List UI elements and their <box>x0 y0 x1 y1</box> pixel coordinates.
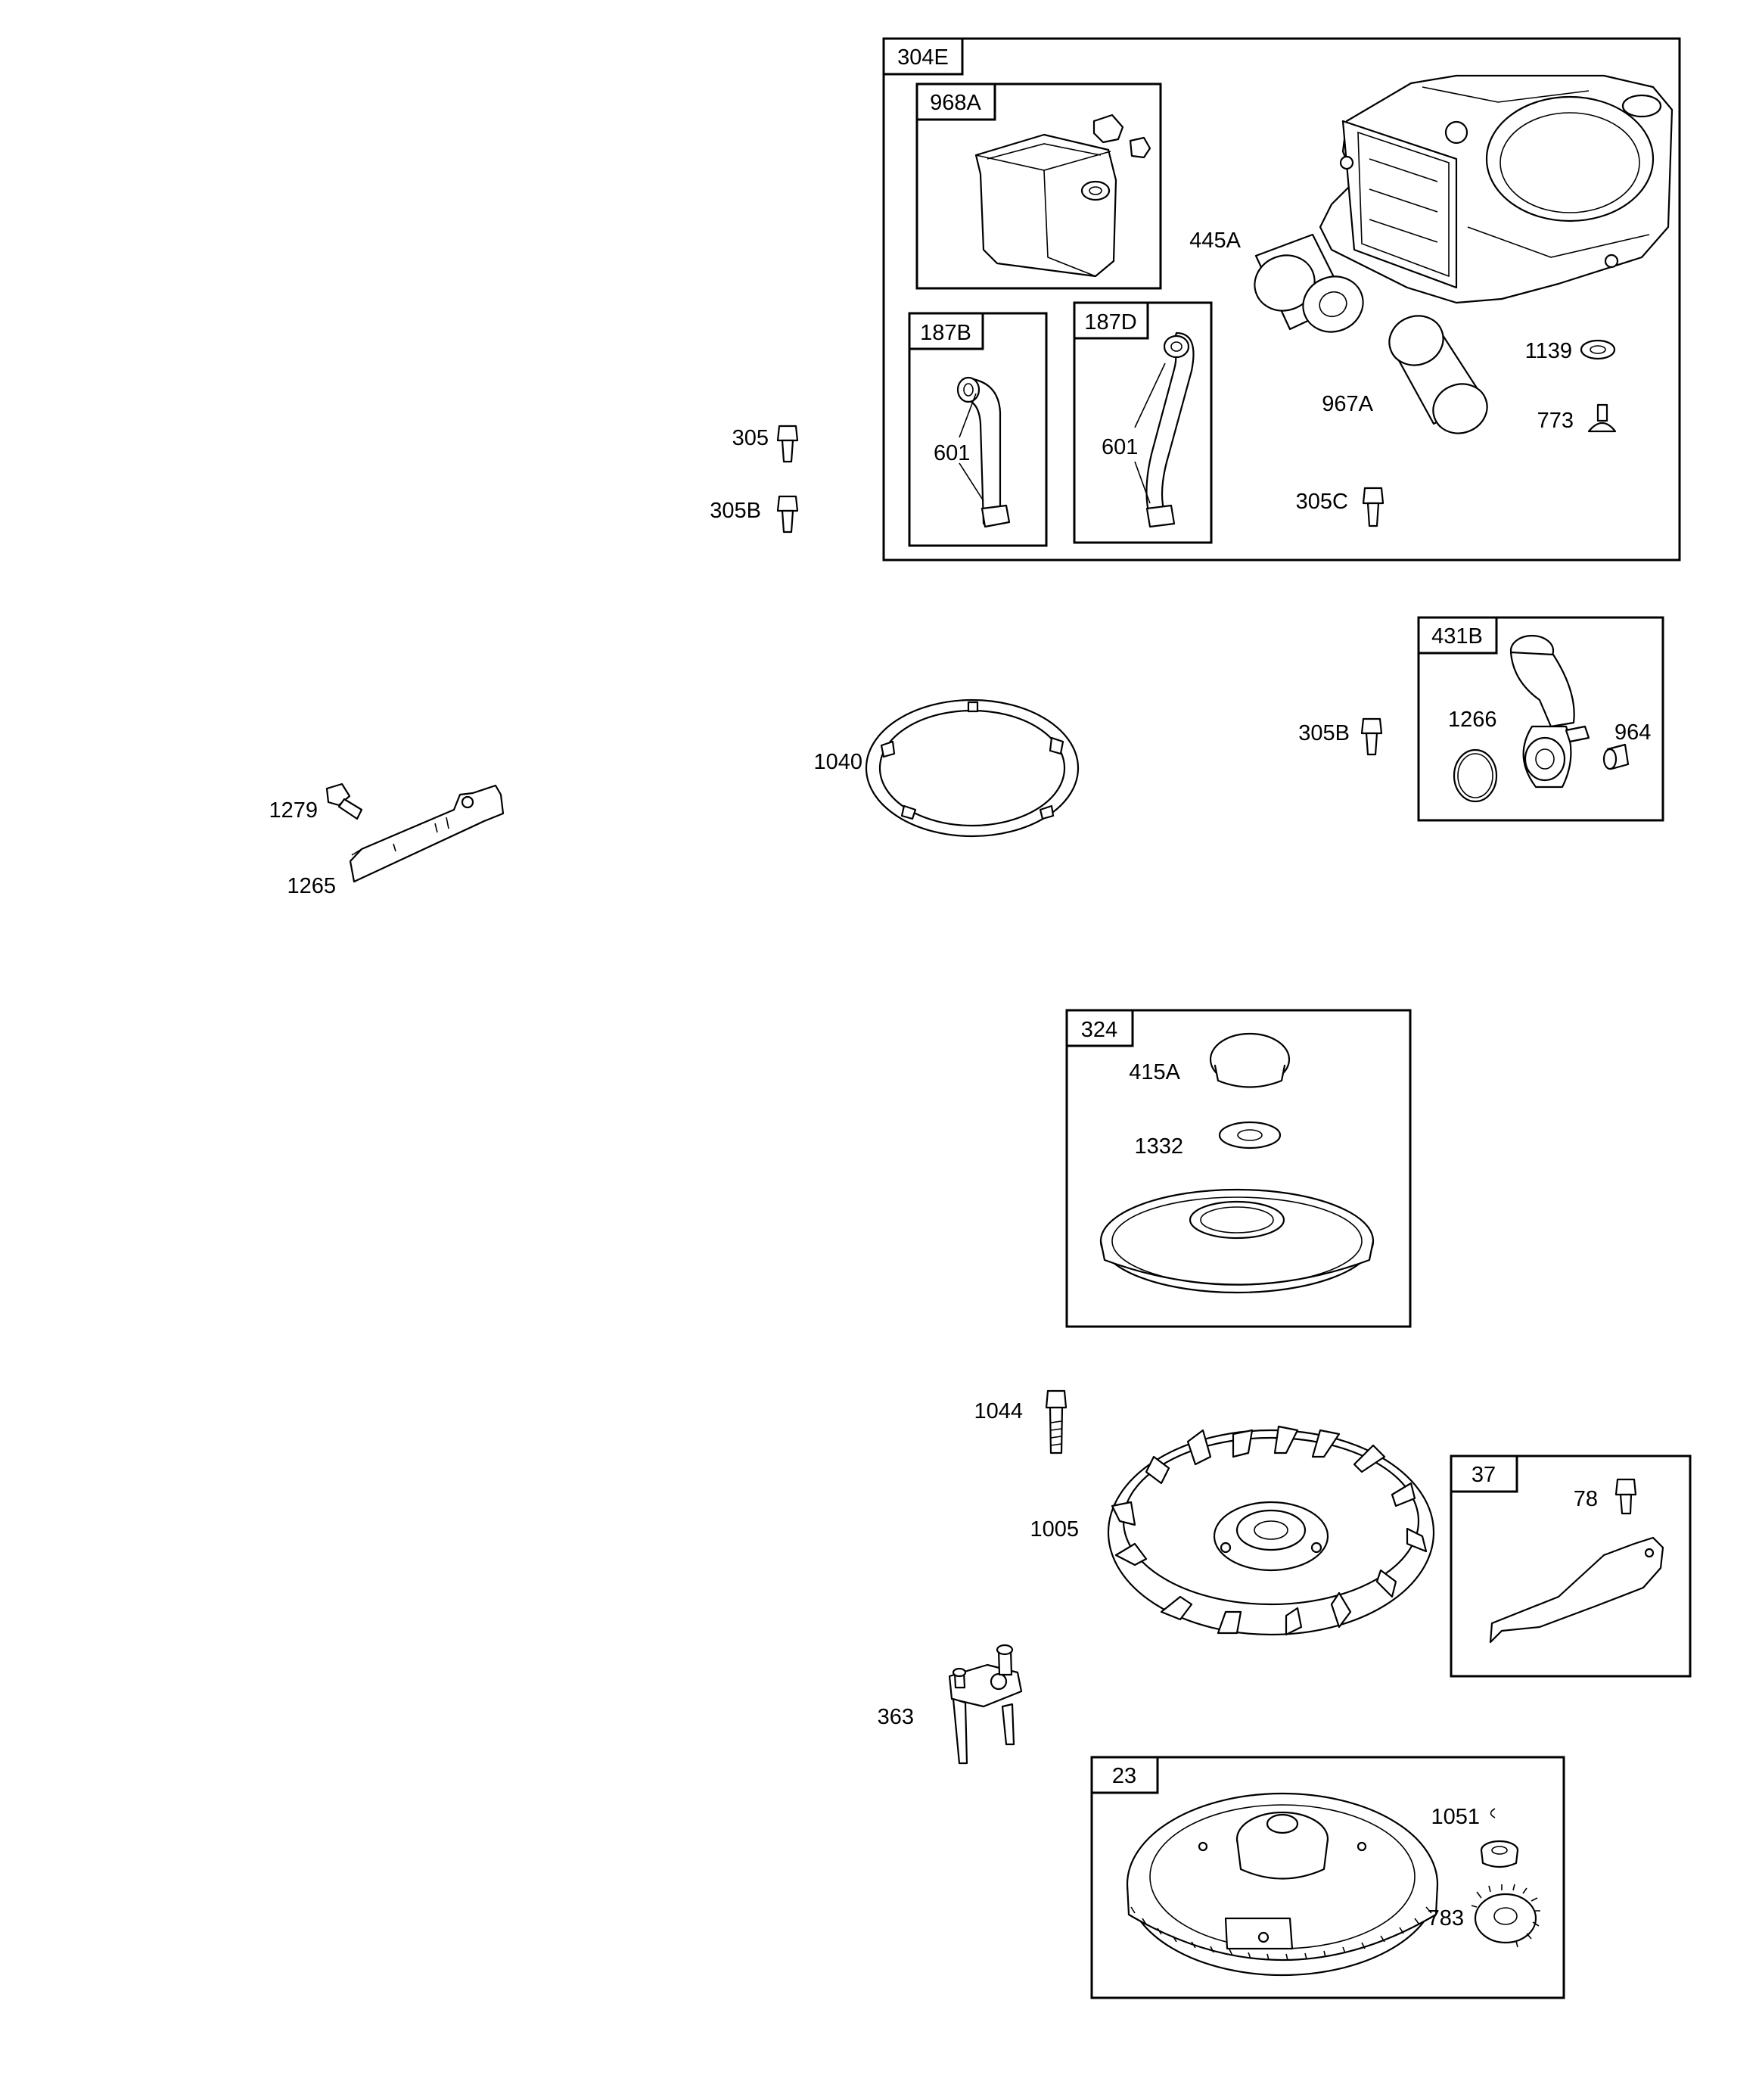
washer-1332 <box>1218 1121 1282 1150</box>
callout-783: 783 <box>1428 1906 1464 1930</box>
group-187B-label: 187B <box>920 321 971 345</box>
callout-445A: 445A <box>1189 229 1241 253</box>
leader-601-d <box>1134 461 1151 504</box>
group-187D: 187D <box>1073 301 1213 544</box>
breather-tube-b <box>956 376 1011 528</box>
screw-305C <box>1362 487 1385 527</box>
callout-1266: 1266 <box>1448 708 1497 732</box>
group-23: 23 <box>1090 1756 1565 1999</box>
blower-housing <box>1319 74 1674 304</box>
callout-305C: 305C <box>1296 490 1348 514</box>
callout-1279: 1279 <box>269 798 318 823</box>
group-431B-label: 431B <box>1431 624 1483 649</box>
callout-305: 305 <box>732 426 769 450</box>
callout-1265: 1265 <box>287 874 336 898</box>
air-guide <box>1489 1536 1664 1644</box>
callout-601-d: 601 <box>1102 435 1138 459</box>
callout-1044: 1044 <box>974 1399 1023 1423</box>
callout-1051: 1051 <box>1431 1805 1480 1829</box>
callout-78: 78 <box>1574 1487 1598 1511</box>
bolt-1044 <box>1045 1389 1068 1454</box>
washer-1051 <box>1480 1808 1519 1868</box>
baffle-ring-1040 <box>865 698 1080 838</box>
screen-disc <box>1099 1188 1375 1294</box>
group-37-label: 37 <box>1472 1463 1496 1487</box>
leader-601-b2 <box>959 393 977 438</box>
cover-knob <box>1092 114 1151 159</box>
group-324-label: 324 <box>1081 1018 1117 1042</box>
leader-601-b <box>959 462 984 502</box>
screw-305 <box>776 425 799 463</box>
callout-labels: 445A 1139 967A 773 305C 601 601 305 305B… <box>269 229 1651 1930</box>
air-cleaner-cover <box>974 133 1117 278</box>
callout-967A: 967A <box>1322 392 1373 416</box>
flywheel <box>1126 1792 1439 1977</box>
bolt-1279 <box>325 782 363 820</box>
callout-415A: 415A <box>1129 1060 1180 1084</box>
bracket-1265 <box>349 784 505 883</box>
group-187B: 187B <box>908 312 1048 547</box>
screw-305B-mid <box>1360 717 1383 756</box>
screw-305B-top <box>776 495 799 534</box>
group-304E-label: 304E <box>897 45 949 70</box>
cap-415A <box>1209 1032 1291 1088</box>
group-304E: 304E 968A 187B <box>882 37 1681 562</box>
leader-601-d2 <box>1134 362 1166 428</box>
washer-1139 <box>1580 339 1616 360</box>
screw-773 <box>1587 403 1617 433</box>
callout-305B-top: 305B <box>710 499 761 523</box>
callout-1005: 1005 <box>1030 1517 1079 1542</box>
sleeve-964 <box>1602 743 1630 770</box>
callout-1332: 1332 <box>1134 1134 1183 1159</box>
group-968A: 968A <box>915 82 1162 290</box>
group-324: 324 <box>1065 1009 1412 1328</box>
elbow-tube <box>1509 634 1590 789</box>
breather-tube-d <box>1145 331 1195 528</box>
callout-1040: 1040 <box>813 750 862 774</box>
callout-1139: 1139 <box>1525 339 1572 363</box>
callout-964: 964 <box>1614 720 1651 745</box>
group-187D-label: 187D <box>1084 310 1136 334</box>
group-23-label: 23 <box>1112 1764 1136 1788</box>
callout-305B-mid: 305B <box>1298 721 1350 745</box>
armature-bracket-363 <box>948 1644 1023 1765</box>
air-filter-cartridge <box>1254 233 1364 333</box>
group-968A-label: 968A <box>930 91 981 115</box>
callout-601-b: 601 <box>934 441 970 465</box>
callout-773: 773 <box>1537 409 1574 433</box>
gear-783 <box>1471 1884 1540 1948</box>
callout-363: 363 <box>878 1705 914 1729</box>
group-431B: 431B <box>1417 616 1664 822</box>
pre-cleaner <box>1388 315 1488 434</box>
screw-78 <box>1614 1478 1637 1515</box>
o-ring-1266 <box>1453 748 1498 803</box>
fan-1005 <box>1107 1425 1435 1636</box>
group-37: 37 <box>1450 1454 1692 1678</box>
